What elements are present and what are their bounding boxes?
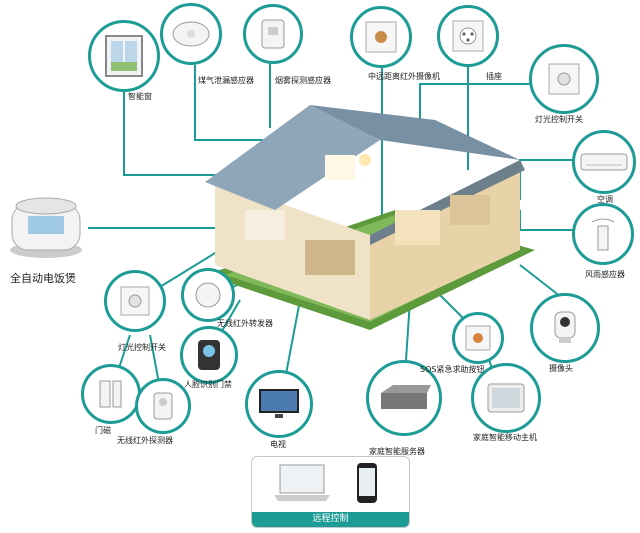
light-switch-icon	[548, 63, 580, 95]
socket-icon	[452, 20, 484, 52]
ir-camera-icon	[365, 21, 397, 53]
sos-icon	[465, 325, 491, 351]
smart-window-label: 智能窗	[128, 92, 152, 101]
smoke-sensor-label: 烟雾探测感应器	[275, 76, 331, 85]
smart-house-illustration	[205, 105, 535, 330]
wind-rain-sensor-icon	[591, 218, 615, 251]
socket-label: 插座	[486, 72, 502, 81]
face-door-node[interactable]	[180, 326, 238, 384]
wind-rain-sensor-node[interactable]	[572, 203, 634, 265]
smoke-sensor-icon	[261, 19, 285, 49]
window-icon	[105, 35, 143, 77]
camera-label: 摄像头	[549, 364, 573, 373]
ir-transmitter-node[interactable]	[181, 268, 235, 322]
ir-camera-node[interactable]	[350, 6, 412, 68]
ir-transmitter-label: 无线红外转发器	[217, 319, 273, 328]
remote-control-label: 远程控制	[252, 512, 409, 527]
light-switch-left-label: 灯光控制开关	[118, 343, 166, 352]
wind-rain-sensor-label: 风雨感应器	[585, 270, 625, 279]
light-switch-top-node[interactable]	[529, 44, 599, 114]
server-icon	[381, 385, 431, 409]
ir-detector-icon	[153, 392, 173, 420]
socket-node[interactable]	[437, 5, 499, 67]
mobile-host-node[interactable]	[471, 363, 541, 433]
ir-camera-label: 中远距离红外摄像机	[368, 72, 440, 81]
camera-node[interactable]	[530, 293, 600, 363]
sos-button-label: SOS紧急求助按钮	[420, 365, 485, 374]
air-conditioner-icon	[580, 153, 628, 171]
phone-icon	[357, 463, 377, 503]
tv-icon	[259, 389, 299, 418]
air-conditioner-label: 空调	[597, 195, 613, 204]
gas-sensor-label: 煤气泄漏感应器	[198, 76, 254, 85]
mobile-host-icon	[487, 383, 525, 413]
door-magnet-node[interactable]	[81, 364, 141, 424]
mobile-host-label: 家庭智能移动主机	[473, 433, 537, 442]
rice-cooker-label: 全自动电饭煲	[10, 272, 76, 285]
ir-detector-label: 无线红外探测器	[117, 436, 173, 445]
tv-node[interactable]	[245, 370, 313, 438]
rice-cooker-image[interactable]	[6, 190, 86, 260]
light-switch-left-node[interactable]	[104, 270, 166, 332]
ir-detector-node[interactable]	[135, 378, 191, 434]
door-magnet-label: 门磁	[95, 426, 111, 435]
light-switch-top-label: 灯光控制开关	[535, 115, 583, 124]
laptop-icon	[274, 464, 330, 501]
home-server-label: 家庭智能服务器	[369, 447, 425, 456]
air-conditioner-node[interactable]	[572, 130, 636, 194]
gas-sensor-node[interactable]	[160, 3, 222, 65]
sos-button-node[interactable]	[452, 312, 504, 364]
camera-icon	[554, 311, 576, 343]
gas-sensor-icon	[172, 21, 210, 47]
face-door-label: 人脸识别门禁	[184, 380, 232, 389]
home-server-node[interactable]	[366, 360, 442, 436]
smart-window-node[interactable]	[88, 20, 160, 92]
light-switch-left-icon	[120, 286, 150, 316]
smoke-sensor-node[interactable]	[243, 4, 303, 64]
remote-control-panel[interactable]: 远程控制	[251, 456, 410, 528]
tv-label: 电视	[270, 440, 286, 449]
ir-transmitter-icon	[195, 282, 221, 308]
door-magnet-icon	[99, 380, 122, 408]
face-door-icon	[198, 340, 220, 370]
